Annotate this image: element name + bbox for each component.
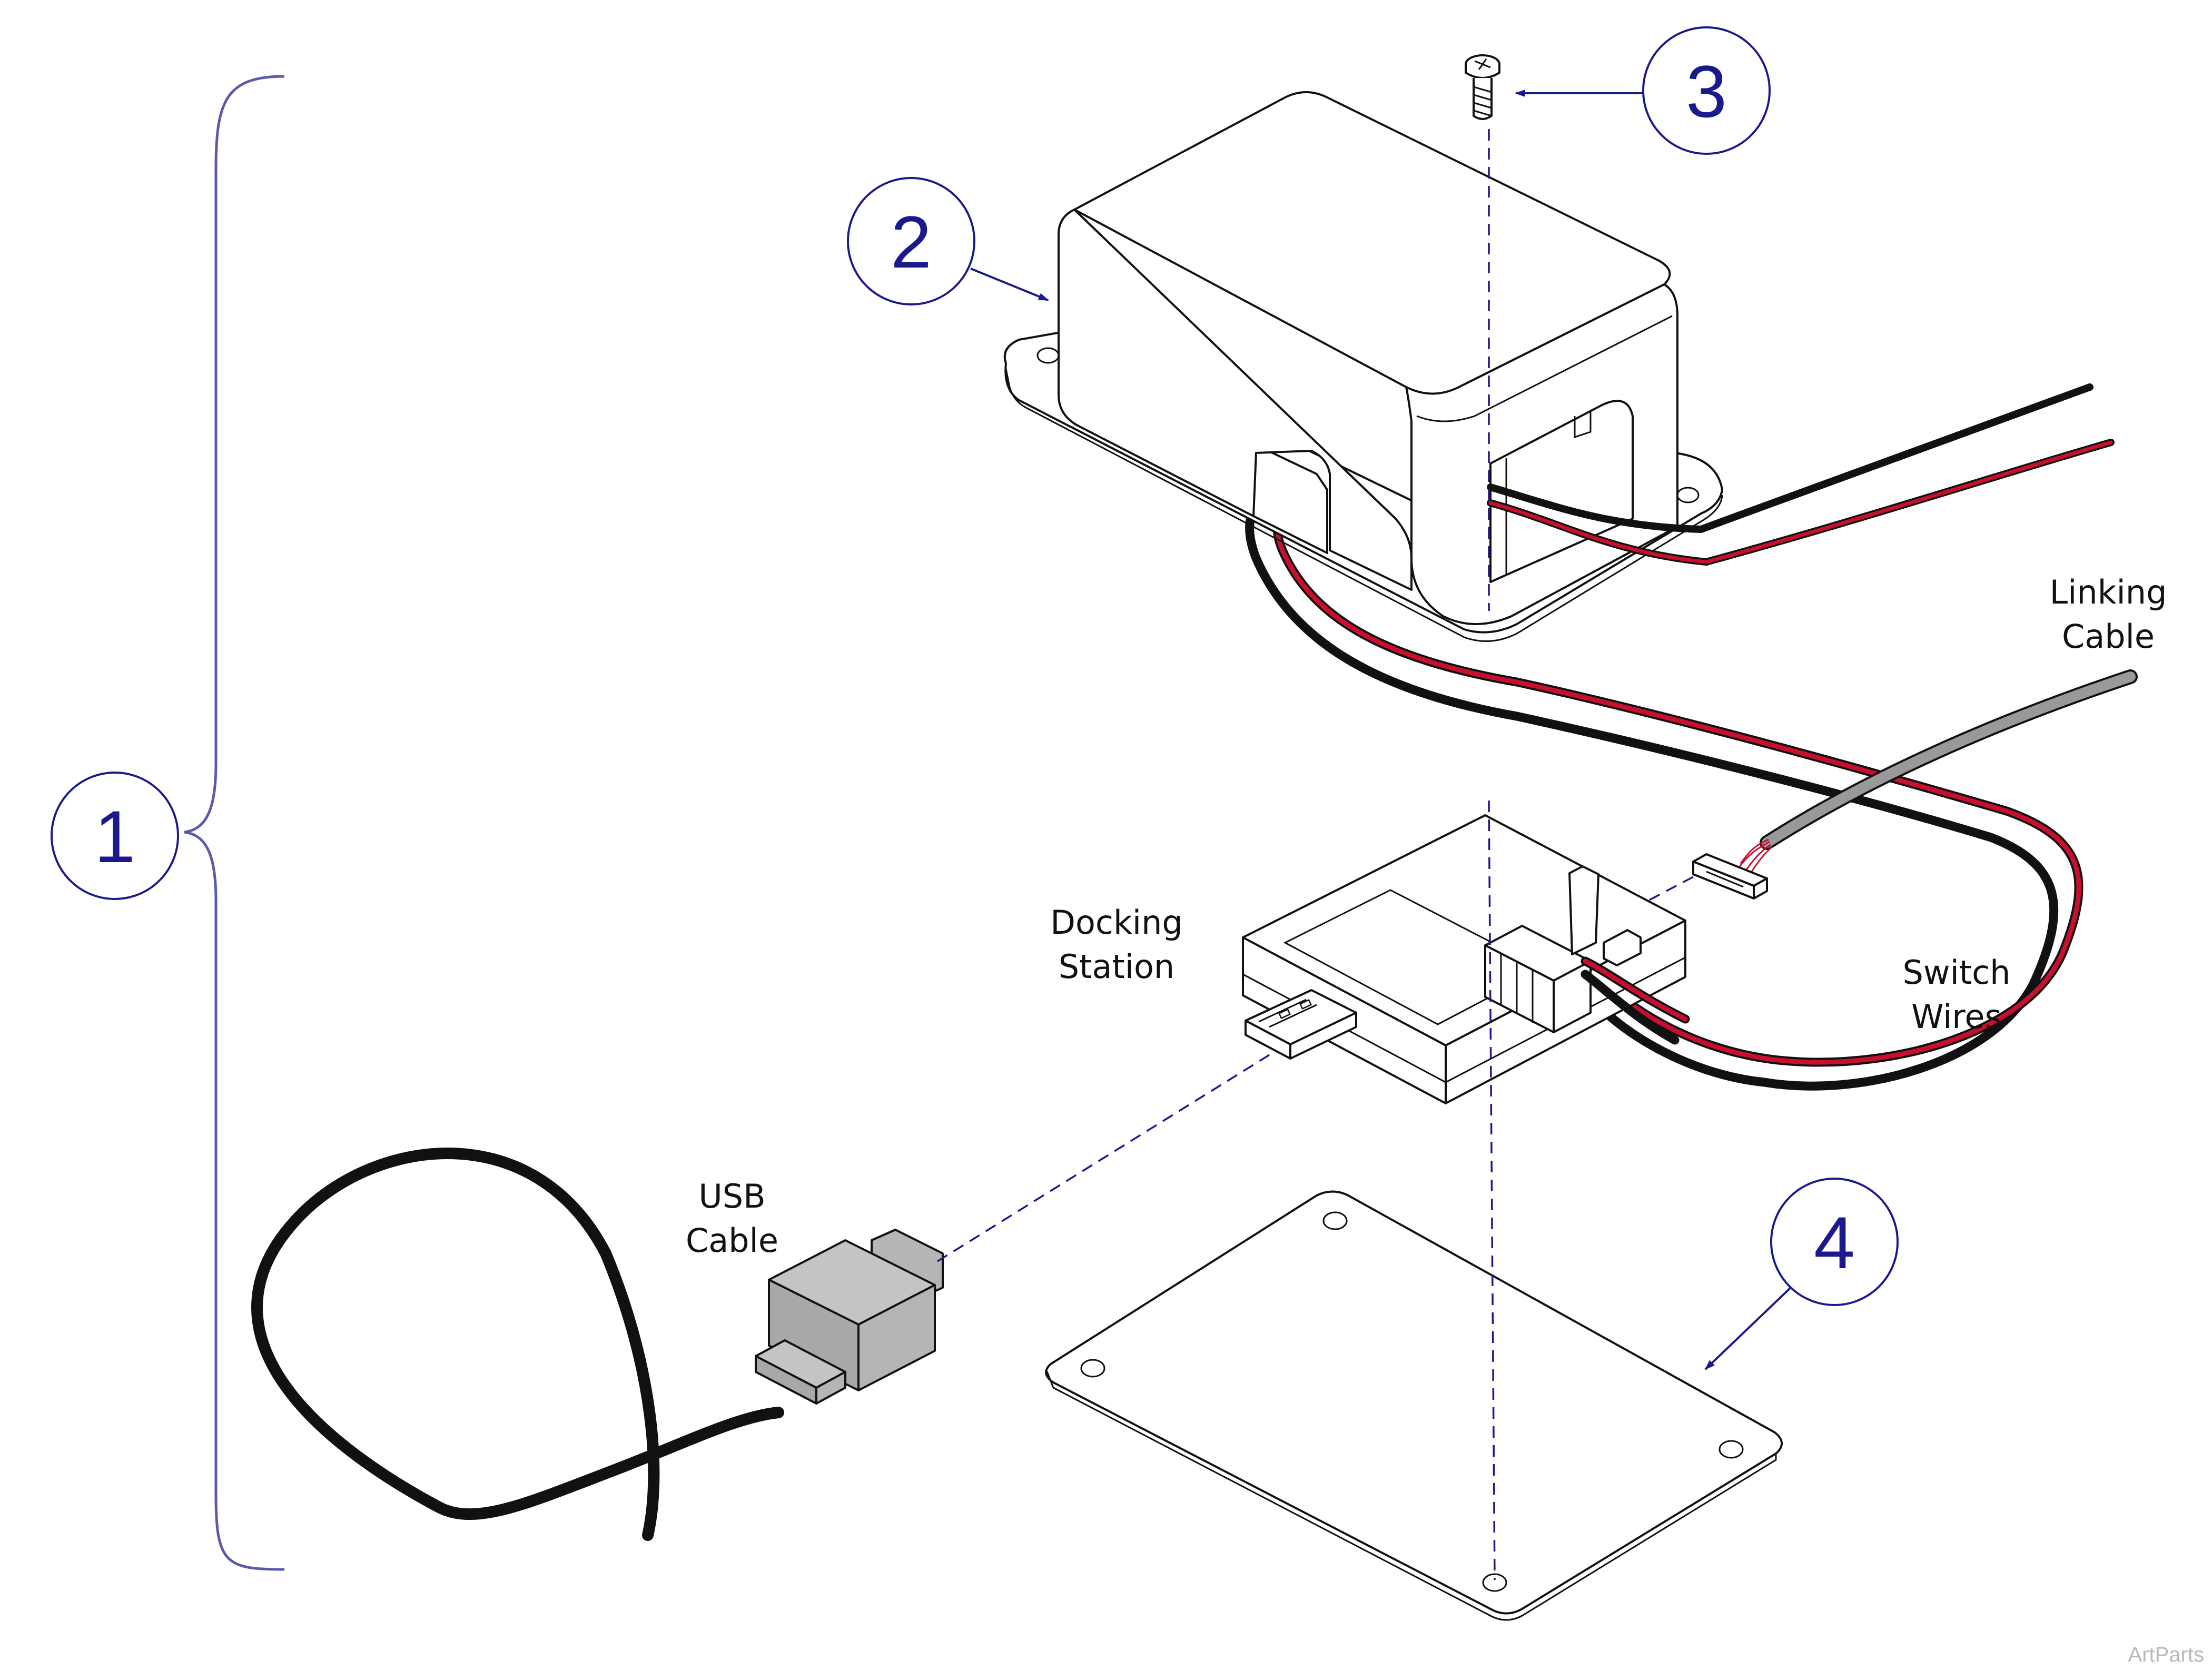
screw-assembly-line-lower: [1488, 800, 1496, 1580]
base-plate: [1045, 1190, 1783, 1621]
assembly-bracket: [184, 75, 285, 1571]
enclosure-cover: [1003, 91, 1723, 642]
label-linking-cable: Linking Cable: [2050, 573, 2167, 656]
linking-cable-connector: [1692, 853, 1768, 900]
usb-cable-plug: [755, 1229, 944, 1405]
callout-4-leader: [1704, 1287, 1792, 1370]
callout-2-leader: [970, 268, 1049, 301]
screw: [1465, 54, 1500, 120]
label-switch-line1: Switch: [1903, 953, 2011, 992]
linking-assembly-line: [1643, 876, 1694, 904]
label-usb-line2: Cable: [686, 1221, 778, 1260]
docking-usb-plug: [1245, 989, 1357, 1060]
callout-1-number: 1: [94, 795, 135, 878]
switch-wires: [1245, 485, 2083, 1091]
label-docking-station: Docking Station: [1050, 903, 1183, 986]
label-switch-wires: Switch Wires: [1903, 953, 2011, 1036]
label-linking-line2: Cable: [2062, 617, 2155, 656]
callout-2-number: 2: [891, 201, 932, 283]
plate-hole: [1482, 1573, 1507, 1592]
callout-2: 2: [847, 177, 975, 305]
plate-hole: [1080, 1359, 1105, 1378]
label-docking-line2: Station: [1059, 947, 1174, 986]
callout-4-number: 4: [1814, 1201, 1855, 1284]
callout-3-number: 3: [1686, 50, 1727, 133]
callout-4: 4: [1770, 1178, 1899, 1306]
docking-station: [1242, 814, 1686, 1104]
label-linking-line1: Linking: [2050, 573, 2167, 611]
linking-cable: [1692, 669, 2138, 900]
callout-1: 1: [51, 772, 179, 900]
callout-3: 3: [1642, 26, 1771, 155]
label-usb-line1: USB: [698, 1177, 765, 1216]
plate-hole: [1322, 1211, 1348, 1230]
enclosure-rear-wires: [1487, 383, 2115, 566]
label-usb-cable: USB Cable: [686, 1177, 778, 1260]
usb-assembly-line: [937, 1052, 1272, 1262]
label-docking-line1: Docking: [1050, 903, 1183, 942]
watermark: ArtParts: [2128, 1643, 2204, 1666]
latch: [1568, 865, 1642, 966]
plate-hole: [1719, 1440, 1744, 1459]
usb-cable: [251, 1148, 944, 1541]
label-switch-line2: Wires: [1911, 997, 2002, 1036]
